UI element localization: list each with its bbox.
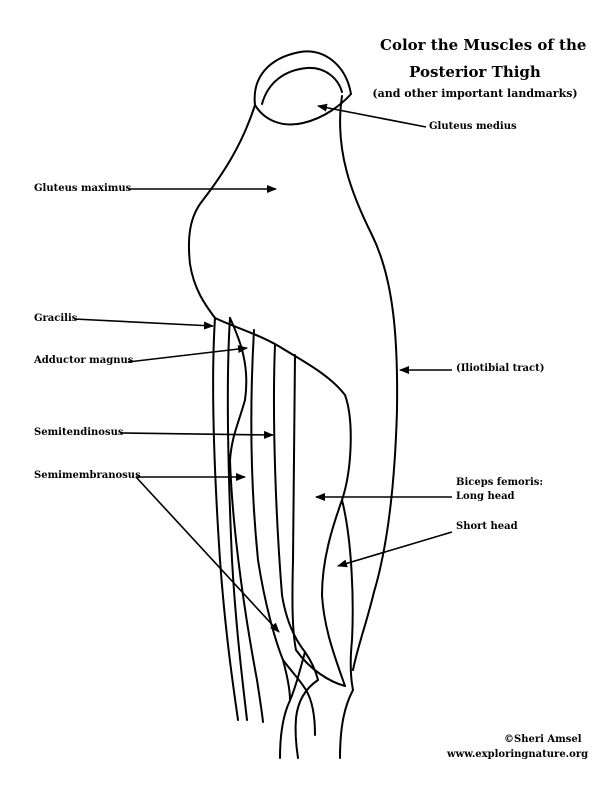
gracilis-muscle <box>212 317 239 721</box>
gracilis-muscle-inner <box>226 317 248 721</box>
arrow-adductor-magnus <box>127 345 248 363</box>
label-short-head: Short head <box>456 521 518 532</box>
semimembranosus-muscle <box>272 344 319 681</box>
credit-website[interactable]: www.exploringnature.org <box>447 749 589 760</box>
label-adductor-magnus: Adductor magnus <box>34 355 134 366</box>
gluteus-medius-inner-edge <box>261 66 343 105</box>
label-semitendinosus: Semitendinosus <box>34 427 124 438</box>
title-subtitle: (and other important landmarks) <box>372 87 578 100</box>
label-gluteus-maximus: Gluteus maximus <box>34 183 132 194</box>
arrow-semitendinosus <box>119 430 274 439</box>
adductor-magnus-muscle <box>229 317 264 723</box>
arrow-semimembranosus-lower <box>135 476 280 633</box>
label-long-head: Long head <box>456 491 515 502</box>
biceps-femoris-short-head <box>341 499 354 691</box>
iliotibial-tract-outline <box>339 95 399 671</box>
credit-author: ©Sheri Amsel <box>504 734 582 745</box>
title-line-2: Posterior Thigh <box>409 63 541 81</box>
semitendinosus-muscle <box>250 329 291 701</box>
lower-leg-line <box>339 689 354 759</box>
biceps-femoris-long-head <box>291 354 346 687</box>
arrow-biceps-short-head <box>337 531 453 568</box>
label-gluteus-medius: Gluteus medius <box>429 121 517 132</box>
gluteus-maximus-outline <box>187 104 256 319</box>
label-iliotibial-tract: (Iliotibial tract) <box>456 363 545 374</box>
arrow-gluteus-medius <box>317 103 427 128</box>
label-biceps-femoris: Biceps femoris: <box>456 477 544 488</box>
title-line-1: Color the Muscles of the <box>380 36 587 54</box>
gluteus-medius-outline <box>253 50 352 126</box>
arrow-gracilis <box>73 318 214 330</box>
popliteal-lines-2 <box>294 679 319 759</box>
biceps-femoris-medial-edge <box>321 394 352 687</box>
popliteal-lines-3 <box>279 651 306 759</box>
gluteal-fold <box>214 317 346 396</box>
label-gracilis: Gracilis <box>34 313 78 324</box>
label-semimembranosus: Semimembranosus <box>34 470 141 481</box>
